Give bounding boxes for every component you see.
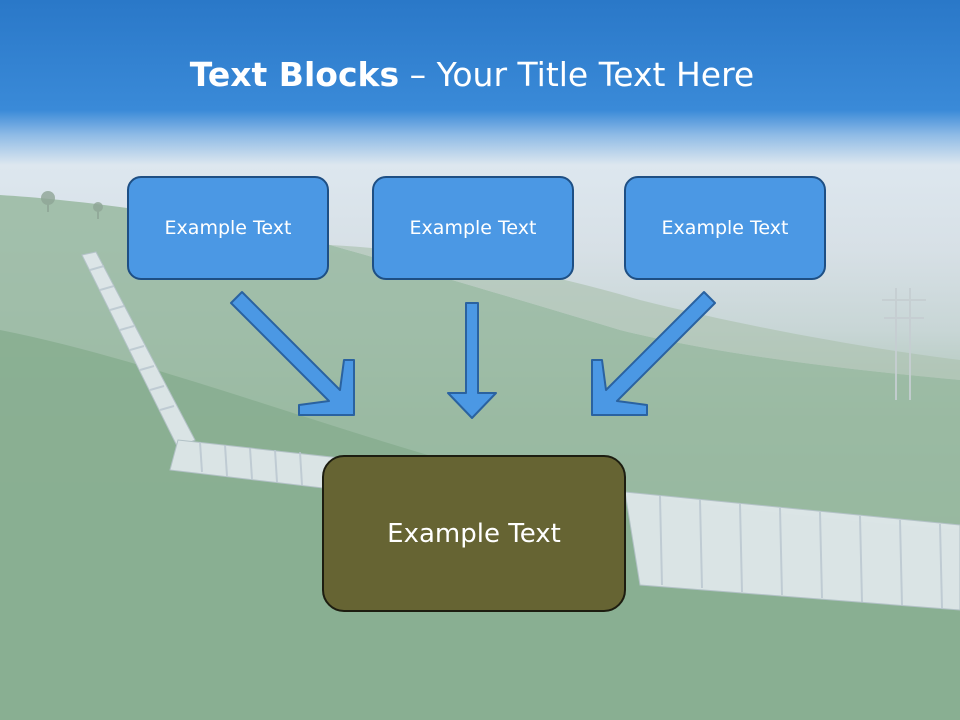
target-text-block-label: Example Text	[387, 518, 561, 549]
title-dash: –	[399, 55, 437, 94]
text-block-3-label: Example Text	[661, 217, 789, 239]
title-rest: Your Title Text Here	[436, 55, 755, 94]
target-text-block[interactable]: Example Text	[322, 455, 626, 612]
left-diagonal-arrow-icon	[230, 291, 355, 416]
title-bold-part: Text Blocks	[189, 55, 400, 94]
text-block-2[interactable]: Example Text	[372, 176, 574, 280]
right-diagonal-arrow-icon	[591, 291, 716, 416]
page-title: Text Blocks – Your Title Text Here	[0, 52, 944, 98]
text-block-2-label: Example Text	[409, 217, 537, 239]
text-block-1[interactable]: Example Text	[127, 176, 329, 280]
text-block-1-label: Example Text	[164, 217, 292, 239]
center-down-arrow-icon	[447, 302, 497, 419]
text-block-3[interactable]: Example Text	[624, 176, 826, 280]
